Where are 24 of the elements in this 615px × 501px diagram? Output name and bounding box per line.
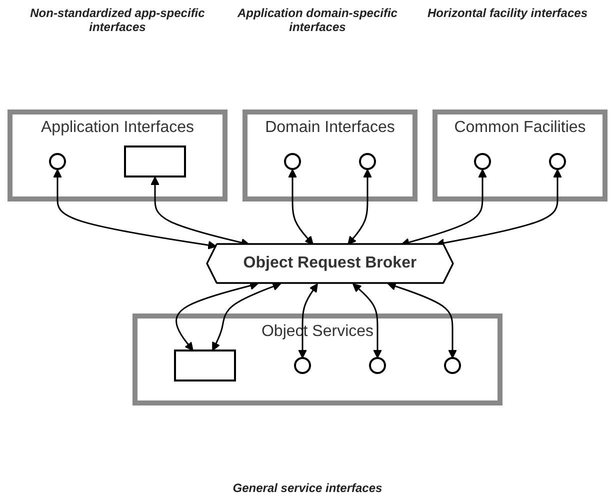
node-circle: [359, 153, 376, 170]
arrow: [53, 169, 217, 250]
node-circle: [474, 153, 491, 170]
interface-note: General service interfaces: [232, 481, 382, 495]
interface-note: Non-standardized app-specific interfaces: [29, 6, 206, 34]
node-circle: [369, 357, 386, 374]
arrow: [348, 169, 372, 245]
cluster: Common Facilities: [432, 110, 608, 202]
arrow: [352, 283, 382, 358]
arrow: [288, 169, 314, 245]
node-circle: [294, 357, 311, 374]
node-circle: [284, 153, 301, 170]
interface-note: Application domain-specific interfaces: [236, 6, 398, 34]
node-box: [124, 146, 186, 178]
arrow: [298, 283, 318, 358]
cluster: Domain Interfaces: [242, 110, 418, 202]
node-box: [174, 350, 236, 382]
arrow: [212, 282, 282, 351]
node-circle: [49, 153, 66, 170]
interface-note: Horizontal facility interfaces: [427, 6, 588, 22]
node-circle: [549, 153, 566, 170]
cluster: Application Interfaces: [8, 110, 228, 202]
arrow: [387, 282, 457, 358]
node-circle: [444, 357, 461, 374]
